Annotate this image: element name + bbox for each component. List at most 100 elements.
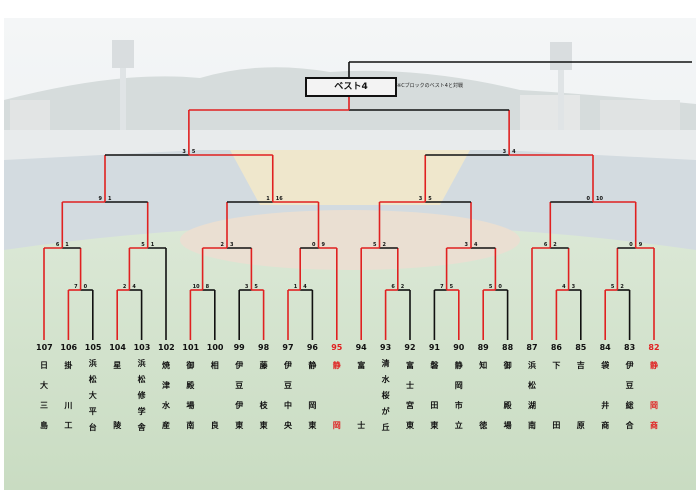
match-score: 5 xyxy=(611,284,615,290)
team-number: 106 xyxy=(60,343,78,352)
team-name: 相良 xyxy=(210,361,219,430)
team-number: 99 xyxy=(233,343,245,352)
team-number: 94 xyxy=(355,343,367,352)
match-score: 4 xyxy=(474,242,478,248)
team-name: 静岡商 xyxy=(650,361,658,430)
team-93: 93 清水桜が丘 xyxy=(378,340,394,436)
team-number: 100 xyxy=(206,343,224,352)
team-number: 103 xyxy=(133,343,151,352)
team-106: 106 掛川工 xyxy=(60,340,78,436)
match-score: 0 xyxy=(312,242,316,248)
match-score: 5 xyxy=(192,149,196,155)
team-86: 86 下田 xyxy=(548,340,564,436)
team-name: 富士宮東 xyxy=(406,361,414,430)
match-score: 4 xyxy=(303,284,307,290)
match-score: 10 xyxy=(596,196,603,202)
team-name: 伊豆中央 xyxy=(284,361,292,430)
match-score: 5 xyxy=(428,196,432,202)
team-number: 107 xyxy=(36,343,53,352)
match-score: 2 xyxy=(620,284,624,290)
match-score: 6 xyxy=(56,242,60,248)
match-score: 1 xyxy=(65,242,69,248)
team-number: 93 xyxy=(380,343,392,352)
team-number: 86 xyxy=(550,343,562,352)
match-score: 3 xyxy=(503,149,507,155)
team-name: 星陵 xyxy=(113,361,122,430)
team-number: 101 xyxy=(182,343,200,352)
match-score: 4 xyxy=(132,284,136,290)
match-score: 8 xyxy=(206,284,210,290)
team-number: 92 xyxy=(404,343,416,352)
team-83: 83 伊豆総合 xyxy=(622,340,638,436)
match-score: 16 xyxy=(276,196,283,202)
team-number: 105 xyxy=(84,343,102,352)
team-number: 98 xyxy=(258,343,270,352)
team-name: 浜松修学舎 xyxy=(137,359,146,432)
team-number: 104 xyxy=(109,343,126,352)
team-name: 藤枝東 xyxy=(259,361,268,430)
team-name: 焼津水産 xyxy=(162,361,170,430)
match-score: 5 xyxy=(450,284,454,290)
team-99: 99 伊豆伊東 xyxy=(231,340,247,436)
match-score: 2 xyxy=(221,242,225,248)
team-number: 84 xyxy=(599,343,611,352)
team-number: 95 xyxy=(331,343,343,352)
match-score: 0 xyxy=(498,284,502,290)
team-82: 82 静岡商 xyxy=(646,340,662,436)
team-name: 伊豆伊東 xyxy=(235,361,244,430)
team-number: 91 xyxy=(428,343,440,352)
team-92: 92 富士宮東 xyxy=(402,340,418,436)
team-name: 静岡 xyxy=(332,361,341,430)
match-score: 3 xyxy=(245,284,249,290)
match-score: 0 xyxy=(629,242,633,248)
team-name: 清水桜が丘 xyxy=(381,359,390,432)
match-score: 7 xyxy=(74,284,78,290)
team-name: 静岡市立 xyxy=(454,361,463,430)
team-name: 浜松大平台 xyxy=(88,359,97,432)
team-name: 吉原 xyxy=(576,361,585,430)
match-score: 9 xyxy=(322,242,326,248)
team-name: 静岡東 xyxy=(308,361,317,430)
block-note: ※Cブロックのベスト4と対戦 xyxy=(397,83,463,89)
team-number: 88 xyxy=(502,343,514,352)
match-score: 1 xyxy=(266,196,270,202)
match-score: 2 xyxy=(123,284,127,290)
team-name: 掛川工 xyxy=(64,361,73,430)
match-score: 4 xyxy=(512,149,516,155)
team-105: 105 浜松大平台 xyxy=(84,340,102,436)
team-104: 104 星陵 xyxy=(109,340,126,436)
team-name: 下田 xyxy=(552,361,561,430)
match-score: 3 xyxy=(230,242,234,248)
team-name: 伊豆総合 xyxy=(625,361,634,430)
match-score: 9 xyxy=(639,242,643,248)
match-score: 6 xyxy=(544,242,548,248)
match-score: 0 xyxy=(84,284,88,290)
team-95: 95 静岡 xyxy=(329,340,345,436)
team-name: 御殿場 xyxy=(503,361,512,430)
team-number: 83 xyxy=(624,343,636,352)
match-score: 0 xyxy=(587,196,591,202)
team-number: 96 xyxy=(306,343,318,352)
team-number: 82 xyxy=(648,343,660,352)
match-score: 6 xyxy=(391,284,395,290)
match-score: 10 xyxy=(193,284,200,290)
match-score: 3 xyxy=(182,149,186,155)
team-100: 100 相良 xyxy=(206,340,224,436)
match-score: 2 xyxy=(401,284,405,290)
match-score: 3 xyxy=(572,284,576,290)
team-name: 袋井商 xyxy=(601,361,610,430)
team-96: 96 静岡東 xyxy=(304,340,320,436)
team-103: 103 浜松修学舎 xyxy=(133,340,151,436)
